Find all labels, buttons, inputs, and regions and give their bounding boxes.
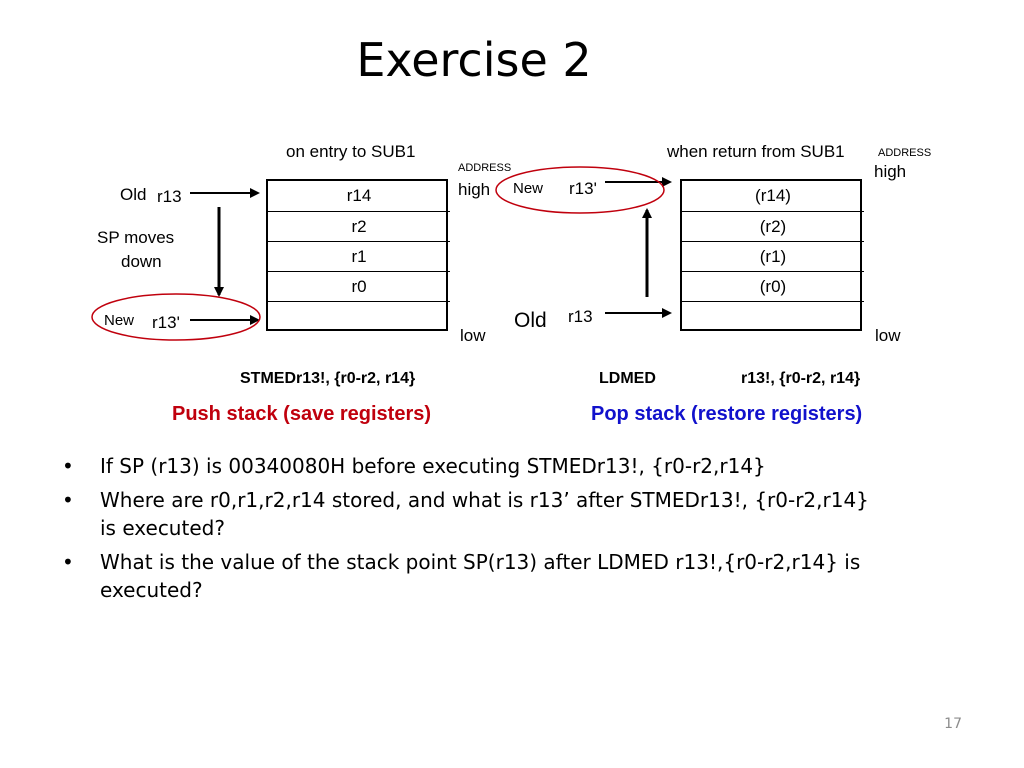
- bullet-icon: •: [62, 550, 74, 574]
- left-low-label: low: [460, 326, 486, 345]
- push-caption: Push stack (save registers): [172, 403, 432, 425]
- right-heading: when return from SUB1: [667, 142, 845, 161]
- stack-cell: (r2): [682, 211, 864, 241]
- new-r13-highlight: [91, 293, 261, 341]
- pop-caption: Pop stack (restore registers): [591, 403, 863, 425]
- slide-title: Exercise 2: [356, 33, 592, 87]
- question-list: •If SP (r13) is 00340080H before executi…: [62, 452, 882, 610]
- right-new-label: New: [513, 180, 544, 197]
- bullet-icon: •: [62, 454, 74, 478]
- left-heading: on entry to SUB1: [286, 142, 416, 161]
- left-old-label: Old: [120, 185, 147, 204]
- stack-cell: [682, 301, 864, 331]
- right-old-label: Old: [514, 309, 547, 332]
- left-high-label: high: [458, 180, 491, 199]
- stack-cell: (r1): [682, 241, 864, 271]
- list-item: •What is the value of the stack point SP…: [62, 550, 861, 602]
- right-low-label: low: [875, 326, 901, 345]
- stack-cell: r0: [268, 271, 450, 301]
- stack-cell: r1: [268, 241, 450, 271]
- right-new-r13-highlight: [495, 166, 665, 214]
- left-old-reg: r13: [157, 187, 182, 206]
- diagram-graphics: [91, 166, 672, 341]
- sp-moves-label: SP moves: [97, 228, 175, 247]
- right-high-label: high: [874, 162, 907, 181]
- stack-cell: r14: [346, 186, 372, 205]
- stmed-instruction: STMEDr13!, {r0-r2, r14}: [240, 370, 416, 387]
- right-stack: (r14) (r2) (r1) (r0): [680, 179, 864, 331]
- list-item: •If SP (r13) is 00340080H before executi…: [62, 454, 766, 478]
- left-address-label: ADDRESS: [458, 162, 512, 174]
- stack-cell: r2: [268, 211, 450, 241]
- bullet-icon: •: [62, 488, 74, 512]
- stack-cell: (r0): [682, 271, 864, 301]
- right-new-reg: r13': [569, 179, 597, 198]
- ldmed-op: LDMED: [599, 370, 656, 387]
- stack-cell: (r14): [755, 186, 791, 205]
- left-new-label: New: [104, 312, 135, 329]
- left-new-reg: r13': [152, 313, 180, 332]
- ldmed-args: r13!, {r0-r2, r14}: [741, 370, 861, 387]
- stack-cell: [268, 301, 450, 331]
- list-item: •Where are r0,r1,r2,r14 stored, and what…: [62, 488, 869, 540]
- left-stack: r14 r2 r1 r0: [266, 179, 450, 331]
- right-address-label: ADDRESS: [878, 147, 932, 159]
- right-old-reg: r13: [568, 307, 593, 326]
- down-label: down: [121, 252, 162, 271]
- page-number: 17: [944, 716, 962, 732]
